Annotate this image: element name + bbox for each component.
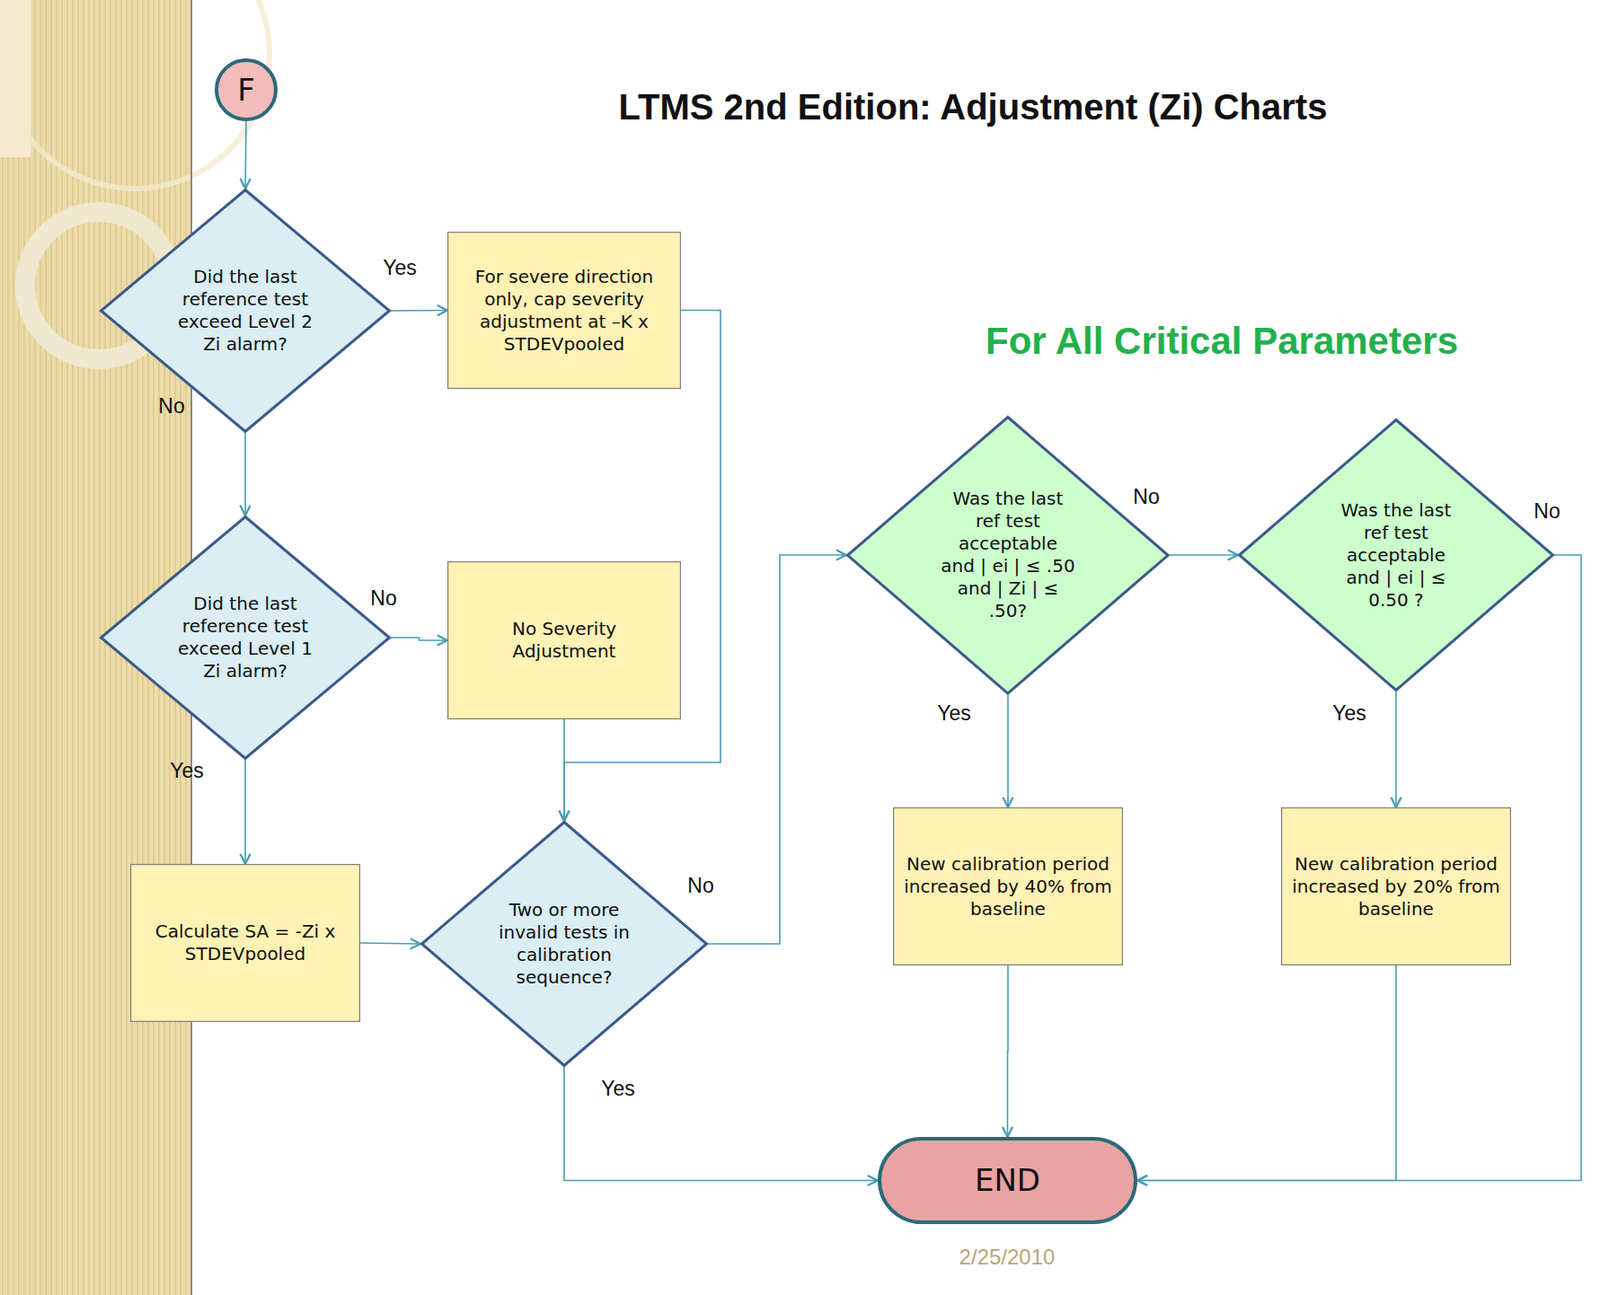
flow-arrow — [390, 309, 448, 312]
text-group: Was the last ref test acceptable and | e… — [940, 487, 1076, 623]
edge-label: No — [1131, 485, 1161, 510]
edge-label: Yes — [599, 1077, 637, 1102]
node-text: Two or more invalid tests in calibration… — [496, 899, 632, 990]
flow-arrow — [360, 943, 421, 945]
node-text: END — [918, 1161, 1098, 1201]
text-group: Calculate SA = -Zi x STDEVpooled — [142, 920, 348, 966]
terminator: END — [877, 1137, 1138, 1225]
diamond-outline — [422, 822, 708, 1067]
flow-arrow — [245, 121, 247, 189]
connector-circle: F — [214, 58, 278, 122]
node-text: Did the last reference test exceed Level… — [177, 592, 313, 683]
edge-label: No — [1531, 499, 1562, 524]
text-group: Was the last ref test acceptable and | e… — [1328, 499, 1464, 612]
flow-arrow — [707, 555, 847, 945]
text-group: Did the last reference test exceed Level… — [177, 265, 313, 356]
decision-diamond: Two or more invalid tests in calibration… — [420, 821, 708, 1068]
diamond-outline — [1239, 420, 1554, 691]
text-group: END — [918, 1161, 1098, 1201]
flow-arrow — [1169, 554, 1238, 557]
flow-arrow — [244, 760, 247, 865]
edge-label: No — [685, 874, 716, 899]
date-stamp: 2/25/2010 — [959, 1245, 1056, 1271]
flow-arrow — [1137, 965, 1397, 1182]
node-text: Calculate SA = -Zi x STDEVpooled — [142, 920, 348, 966]
node-text: New calibration period increased by 40% … — [903, 853, 1113, 921]
flow-arrow — [1395, 691, 1397, 808]
process-box: Calculate SA = -Zi x STDEVpooled — [130, 864, 361, 1023]
flow-arrow — [390, 637, 448, 641]
process-box: No Severity Adjustment — [447, 561, 681, 720]
decision-diamond: Was the last ref test acceptable and | e… — [1237, 418, 1555, 692]
decision-diamond: Did the last reference test exceed Level… — [99, 188, 391, 434]
node-text: Was the last ref test acceptable and | e… — [1328, 499, 1464, 612]
chart-title: LTMS 2nd Edition: Adjustment (Zi) Charts — [618, 87, 1328, 128]
diamond-outline — [848, 416, 1169, 694]
text-group: New calibration period increased by 20% … — [1291, 853, 1501, 921]
node-text: Did the last reference test exceed Level… — [177, 265, 313, 356]
decision-diamond: Did the last reference test exceed Level… — [99, 515, 391, 761]
circle-outline — [216, 60, 276, 120]
text-group: For severe direction only, cap severity … — [459, 265, 669, 356]
process-box: For severe direction only, cap severity … — [447, 231, 681, 389]
box-outline — [1281, 808, 1512, 966]
stadium-outline — [879, 1139, 1136, 1223]
text-group: Two or more invalid tests in calibration… — [496, 899, 632, 990]
edge-label: No — [368, 586, 398, 611]
node-text: Was the last ref test acceptable and | e… — [940, 487, 1076, 623]
decision-diamond: Was the last ref test acceptable and | e… — [846, 415, 1170, 696]
text-group: New calibration period increased by 40% … — [903, 853, 1113, 921]
edge-label: Yes — [1330, 701, 1369, 726]
diamond-outline — [101, 517, 390, 760]
section-heading: For All Critical Parameters — [985, 319, 1459, 363]
edge-label: No — [156, 394, 186, 419]
node-text: No Severity Adjustment — [474, 618, 655, 663]
edge-label: Yes — [380, 256, 419, 281]
text-group: No Severity Adjustment — [474, 618, 655, 663]
box-outline — [448, 562, 681, 720]
node-text: New calibration period increased by 20% … — [1291, 853, 1501, 921]
process-box: New calibration period increased by 20% … — [1281, 807, 1512, 966]
flow-arrow — [244, 433, 247, 516]
edge-label: Yes — [935, 701, 973, 726]
text-group: F — [219, 70, 274, 110]
flow-arrow — [563, 719, 566, 822]
flow-arrow — [564, 1067, 878, 1182]
text-group: Did the last reference test exceed Level… — [177, 592, 313, 683]
edge-label: Yes — [167, 759, 206, 784]
flow-arrow — [1007, 694, 1009, 808]
flow-arrow — [1007, 965, 1009, 1138]
box-outline — [448, 232, 681, 389]
box-outline — [131, 865, 361, 1023]
box-outline — [893, 808, 1123, 966]
process-box: New calibration period increased by 40% … — [892, 807, 1123, 966]
node-text: For severe direction only, cap severity … — [459, 265, 669, 356]
diamond-outline — [101, 190, 390, 433]
node-text: F — [219, 70, 274, 110]
